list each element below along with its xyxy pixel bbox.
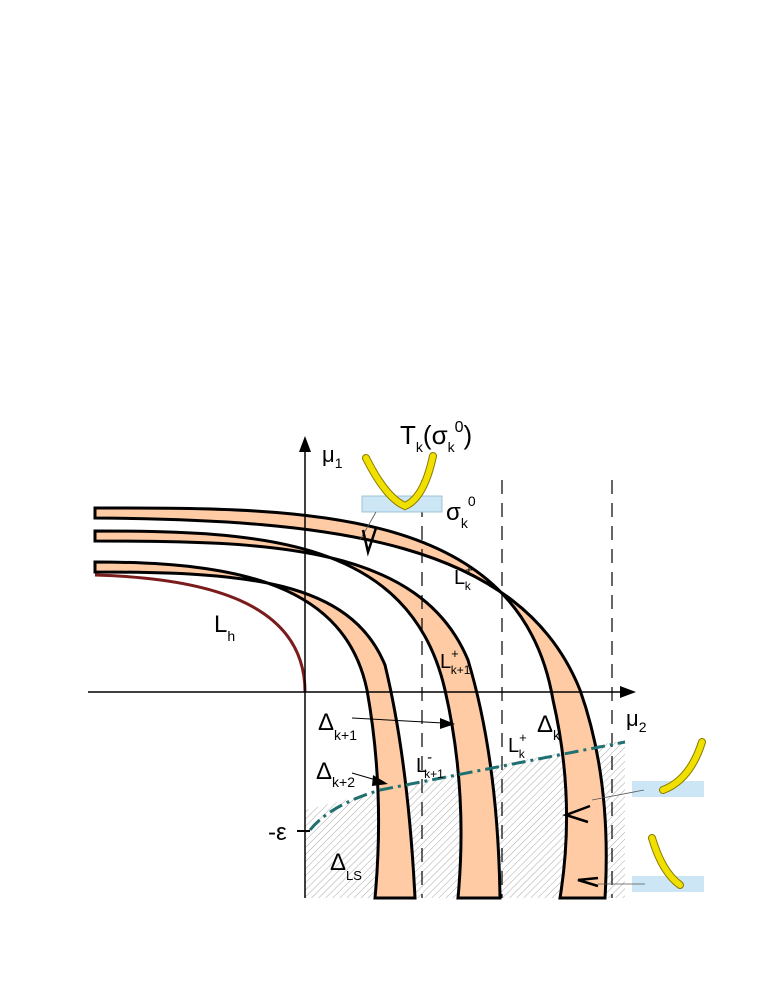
arrow-delta-k2 bbox=[351, 772, 377, 781]
delta-k2-label: Δk+2 bbox=[316, 758, 355, 790]
delta-k-label: Δk bbox=[537, 711, 561, 743]
right-well-1-inner bbox=[660, 739, 705, 793]
arrow-delta-k2-head bbox=[372, 775, 388, 786]
Lh-label: Lh bbox=[214, 611, 235, 644]
mu1-label: μ1 bbox=[322, 442, 343, 471]
tick-mark-mid bbox=[562, 804, 591, 824]
mu2-arrowhead bbox=[620, 686, 636, 698]
Tk-label: Tk(σk0) bbox=[400, 419, 472, 455]
band-middle bbox=[93, 529, 502, 900]
top-well-inner bbox=[363, 453, 436, 510]
Lk1-minus-label: L-k+1 bbox=[416, 749, 444, 781]
Lk-plus-label: L+k bbox=[454, 562, 473, 593]
Lk-lower-label: L+k bbox=[508, 730, 527, 761]
mu1-arrowhead bbox=[299, 436, 311, 452]
dashdot-boundary bbox=[308, 740, 626, 831]
pointer-line-right-1 bbox=[591, 789, 645, 801]
sigma-label: σk0 bbox=[446, 493, 476, 531]
tick-mark-top bbox=[361, 527, 378, 557]
delta-ls-label: ΔLS bbox=[330, 849, 362, 883]
eps-label: -ε bbox=[268, 819, 287, 846]
mu2-label: μ2 bbox=[626, 706, 647, 735]
Lk1-plus-label: L+k+1 bbox=[440, 646, 471, 677]
Lh-curve bbox=[94, 573, 307, 693]
pointer-line-top bbox=[359, 511, 377, 541]
band-delta-k1 bbox=[93, 560, 417, 900]
arrow-delta-k1 bbox=[351, 717, 444, 724]
band-delta-k bbox=[93, 506, 608, 900]
delta-k1-label: Δk+1 bbox=[318, 709, 357, 743]
tick-mark-low bbox=[577, 876, 599, 888]
right-well-2-inner bbox=[649, 835, 683, 888]
right-bar-2 bbox=[632, 876, 704, 892]
arrow-delta-k1-head bbox=[440, 718, 455, 729]
